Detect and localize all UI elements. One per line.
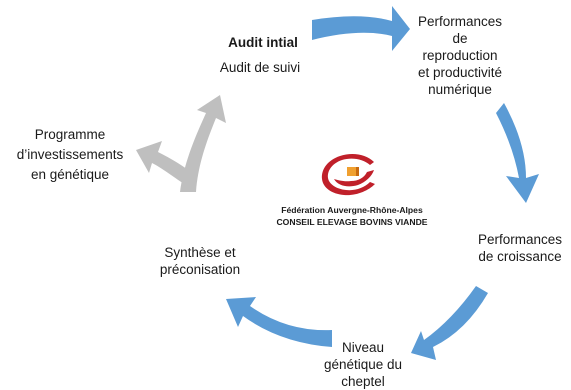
node-line: d’investissements — [16, 147, 124, 162]
node-line: et productivité — [417, 65, 503, 80]
audit-suivi-label: Audit de suivi — [219, 60, 301, 75]
node-line: Programme — [34, 127, 106, 142]
node-line: Performances — [477, 232, 563, 247]
logo-conseil-name: CONSEIL ELEVAGE BOVINS VIANDE — [276, 217, 428, 227]
arrow-audit-to-reproduction — [312, 6, 410, 51]
node-programme-investissements: Programme d’investissements en génétique — [5, 125, 135, 185]
node-line: Niveau — [341, 340, 385, 355]
federation-logo-icon — [321, 154, 375, 196]
node-line: préconisation — [159, 262, 241, 277]
node-line: Synthèse et — [164, 245, 236, 260]
node-line: en génétique — [30, 167, 110, 182]
arrow-programme-to-audit — [180, 95, 226, 192]
node-niveau-genetique: Niveau génétique du cheptel — [308, 339, 418, 390]
arrow-reproduction-to-croissance — [496, 103, 539, 203]
node-line: cheptel — [341, 374, 385, 389]
arrow-genetique-to-synthese — [226, 297, 332, 347]
node-line: reproduction — [422, 48, 498, 63]
node-line: numérique — [428, 82, 492, 97]
arrow-croissance-to-genetique — [411, 286, 488, 360]
node-synthese: Synthèse et préconisation — [140, 244, 260, 278]
arrow-synthese-to-programme — [136, 141, 196, 188]
node-line: de — [452, 31, 468, 46]
node-line: de croissance — [478, 249, 562, 264]
node-line: génétique du — [323, 357, 403, 372]
node-line: Performances — [417, 14, 503, 29]
node-performances-reproduction: Performances de reproduction et producti… — [395, 13, 525, 98]
node-performances-croissance: Performances de croissance — [470, 231, 570, 265]
audit-initial-label: Audit intial — [228, 35, 298, 50]
logo-federation-name: Fédération Auvergne-Rhône-Alpes — [281, 205, 423, 215]
